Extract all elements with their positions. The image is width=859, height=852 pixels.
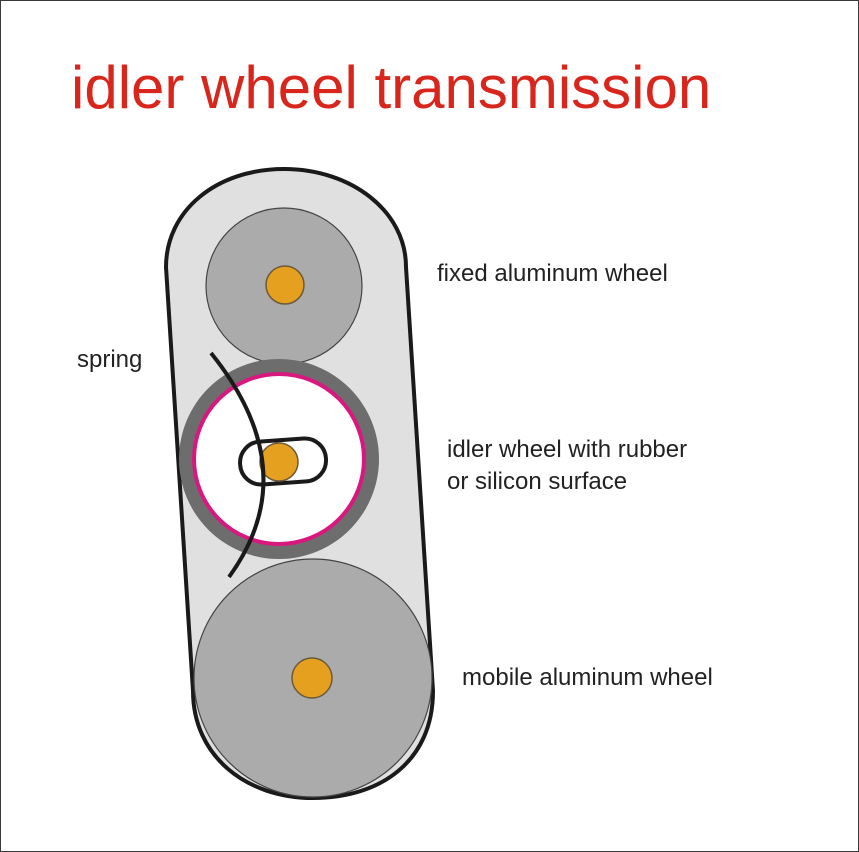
mobile-wheel-axle xyxy=(291,657,333,699)
spring-label: spring xyxy=(77,346,143,373)
idler-axle-slot xyxy=(238,436,329,487)
idler-wheel-label-line2: or silicon surface xyxy=(447,468,628,495)
spring-curve xyxy=(209,351,266,579)
diagram-title: idler wheel transmission xyxy=(71,54,712,121)
idler-wheel-axle xyxy=(259,442,299,482)
fixed-wheel-label: fixed aluminum wheel xyxy=(437,260,668,287)
mobile-wheel-label: mobile aluminum wheel xyxy=(462,664,713,691)
idler-wheel-label-line1: idler wheel with rubber xyxy=(447,436,688,463)
fixed-wheel-axle xyxy=(265,265,305,305)
